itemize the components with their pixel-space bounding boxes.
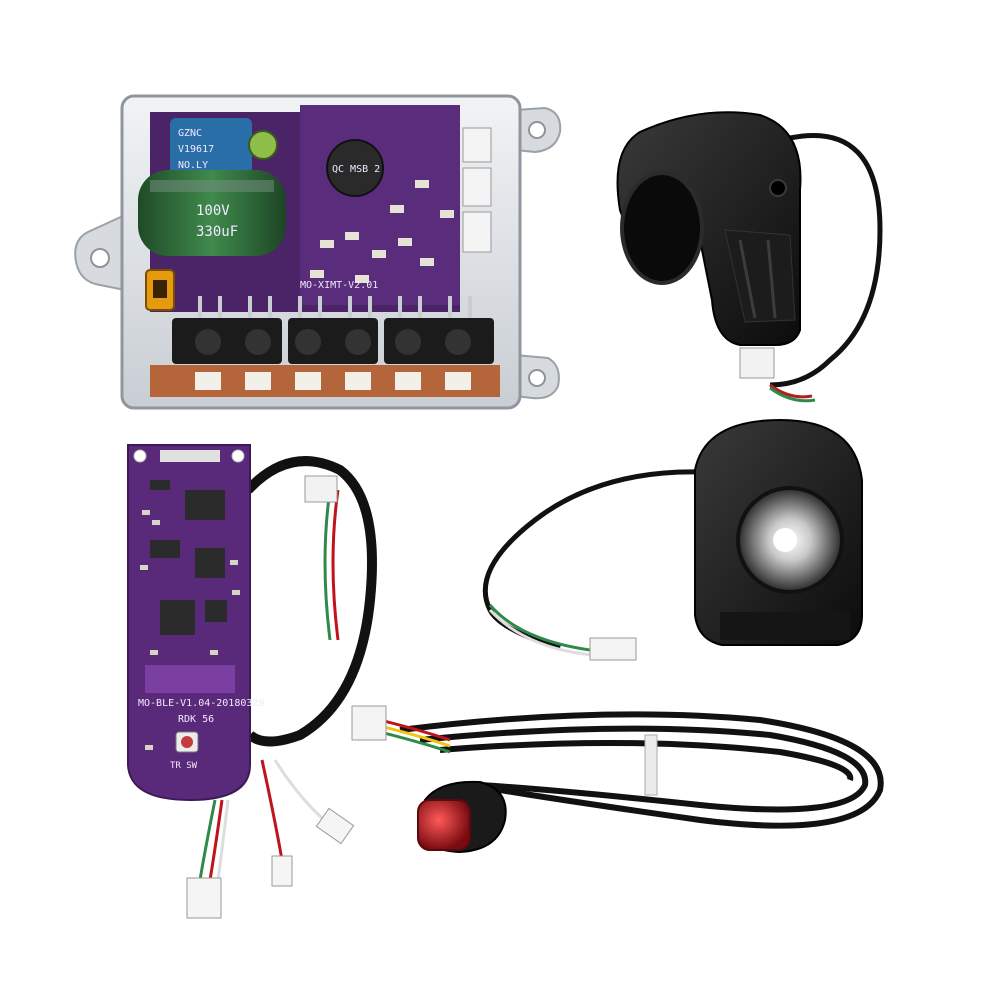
controller-connector-top xyxy=(462,127,492,163)
controller-connector-mid xyxy=(462,167,492,207)
dashboard-board-label: MO-BLE-V1.04-20180329 xyxy=(138,698,264,709)
controller-connector-low xyxy=(462,211,492,253)
capacitor-top-label-3: NO.LY xyxy=(178,160,208,171)
controller-main-capacitor: 100V 330uF xyxy=(138,170,286,256)
dashboard-chip-label: RDK 56 xyxy=(178,714,214,725)
controller-buzzer: QC MSB 2 xyxy=(326,139,384,197)
controller-board-label: MO-XIMT-V2.01 xyxy=(300,280,378,291)
tail-light-cable xyxy=(351,705,884,854)
capacitor-main-label-1: 100V xyxy=(196,203,230,219)
dashboard-cables xyxy=(244,456,377,747)
capacitor-top-label-2: V19617 xyxy=(178,144,214,155)
controller-board: GZNC V19617 NO.LY 100V 330uF QC MSB 2 MO… xyxy=(74,94,562,410)
dashboard-board: MO-BLE-V1.04-20180329 RDK 56 TR SW xyxy=(127,444,377,919)
tail-light-lens xyxy=(417,799,471,851)
buzzer-label: QC MSB 2 xyxy=(332,164,380,175)
throttle-bore xyxy=(620,171,704,285)
throttle-connector xyxy=(739,347,775,379)
dashboard-button-label: TR SW xyxy=(170,761,198,771)
controller-green-cap xyxy=(248,130,278,160)
headlight-cable xyxy=(482,469,701,651)
dashboard-chip xyxy=(160,600,195,635)
headlight xyxy=(482,418,863,661)
headlight-connector xyxy=(589,637,637,661)
controller-small-capacitor: GZNC V19617 NO.LY xyxy=(170,118,252,174)
capacitor-main-label-2: 330uF xyxy=(196,224,238,240)
throttle-grip xyxy=(616,111,883,403)
throttle-cable xyxy=(769,132,883,388)
dashboard-connector-bottom xyxy=(186,877,222,919)
tail-connector xyxy=(351,705,387,741)
capacitor-top-label-1: GZNC xyxy=(178,128,202,139)
